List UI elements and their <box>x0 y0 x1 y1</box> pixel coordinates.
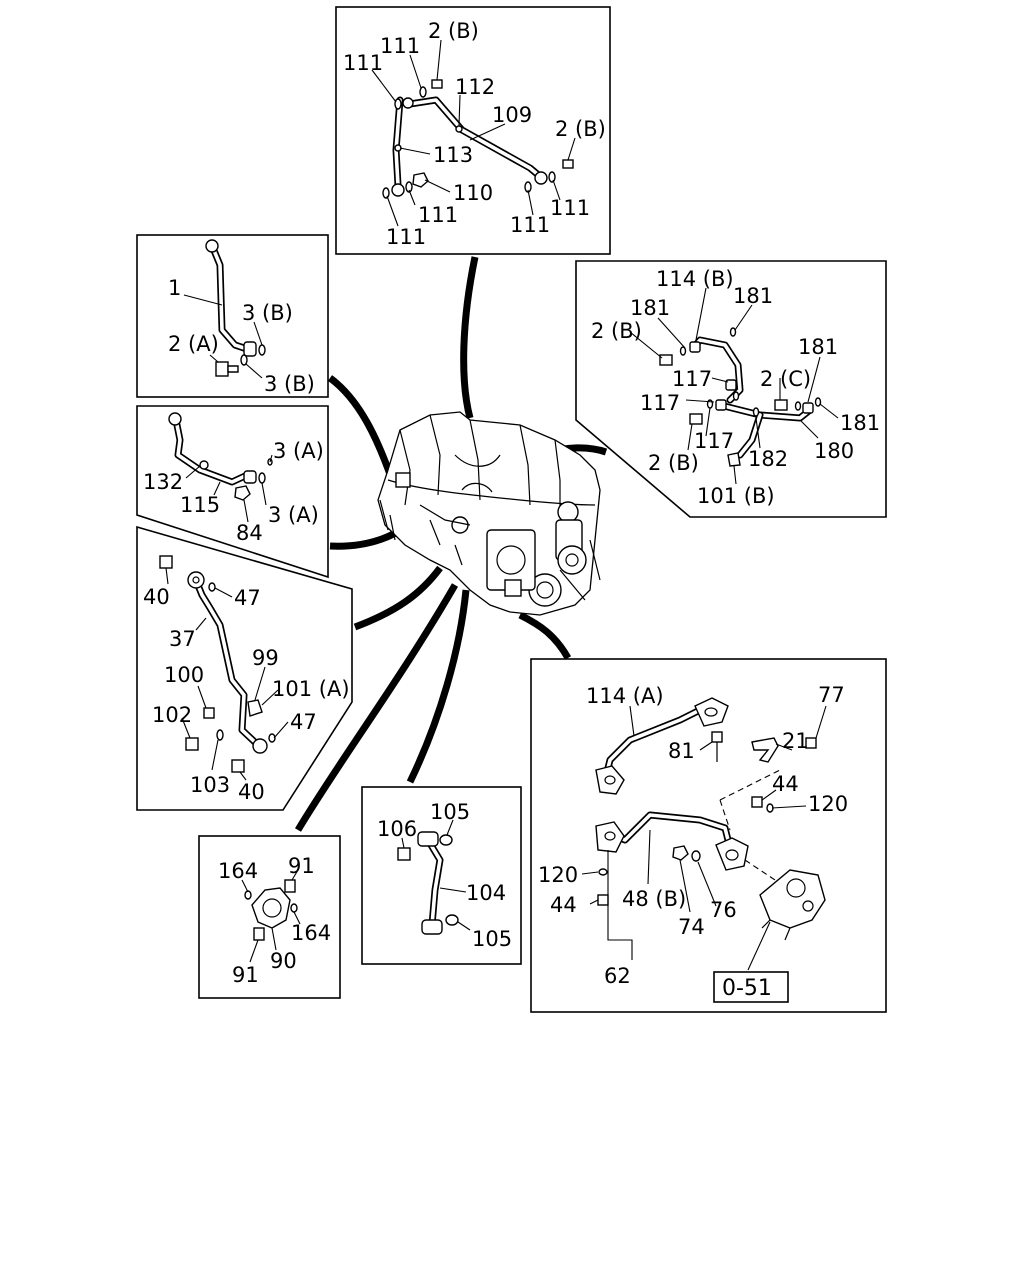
label-1: 1 <box>168 276 181 300</box>
label-2b-rt-a: 2 (B) <box>591 319 642 343</box>
label-2c: 2 (C) <box>760 367 811 391</box>
label-77: 77 <box>818 683 845 707</box>
label-3b-b: 3 (B) <box>264 372 315 396</box>
label-76: 76 <box>710 898 737 922</box>
label-44-a: 44 <box>772 772 799 796</box>
label-109: 109 <box>492 103 532 127</box>
label-120-a: 120 <box>808 792 848 816</box>
label-47-b: 47 <box>290 710 317 734</box>
callout-top <box>460 256 479 419</box>
label-111-a: 111 <box>380 34 420 58</box>
box-bottom-small-left: 164 91 164 91 90 <box>198 835 341 999</box>
box-right-top: 114 (B) 181 181 2 (B) 181 117 2 (C) 117 … <box>575 260 887 518</box>
callout-upper-left <box>327 375 396 482</box>
label-91-b: 91 <box>232 963 259 987</box>
label-106: 106 <box>377 817 417 841</box>
label-113: 113 <box>433 143 473 167</box>
label-117-a: 117 <box>672 367 712 391</box>
label-3a-b: 3 (A) <box>268 503 319 527</box>
label-111-e: 111 <box>510 213 550 237</box>
label-132: 132 <box>143 470 183 494</box>
label-111-c: 111 <box>418 203 458 227</box>
label-40-b: 40 <box>238 780 265 804</box>
callout-bottom-small <box>294 583 459 832</box>
box-mid-left: 132 3 (A) 115 3 (A) 84 <box>136 405 329 579</box>
label-114a: 114 (A) <box>586 684 664 708</box>
label-105-a: 105 <box>430 800 470 824</box>
label-181-b: 181 <box>630 296 670 320</box>
label-117-b: 117 <box>640 391 680 415</box>
label-181-d: 181 <box>840 411 880 435</box>
box-upper-left: 1 3 (B) 2 (A) 3 (B) <box>136 234 329 398</box>
label-164-b: 164 <box>291 921 331 945</box>
label-120-b: 120 <box>538 863 578 887</box>
label-62: 62 <box>604 964 631 988</box>
label-84: 84 <box>236 521 263 545</box>
label-2a: 2 (A) <box>168 332 219 356</box>
label-21: 21 <box>782 729 809 753</box>
box-top: 2 (B) 111 111 112 109 2 (B) 113 110 111 … <box>335 6 611 255</box>
label-100: 100 <box>164 663 204 687</box>
label-181-c: 181 <box>798 335 838 359</box>
label-81: 81 <box>668 739 695 763</box>
label-164-a: 164 <box>218 859 258 883</box>
label-37: 37 <box>169 627 196 651</box>
label-99: 99 <box>252 646 279 670</box>
label-105-b: 105 <box>472 927 512 951</box>
box-bottom-mid: 105 106 104 105 <box>361 786 522 965</box>
box-bottom-right: 114 (A) 77 21 81 44 120 120 44 48 (B) 74… <box>530 658 887 1013</box>
label-44-b: 44 <box>550 893 577 917</box>
label-2b-top-a: 2 (B) <box>428 19 479 43</box>
callout-left <box>353 565 443 631</box>
label-104: 104 <box>466 881 506 905</box>
label-115: 115 <box>180 493 220 517</box>
label-112: 112 <box>455 75 495 99</box>
label-102: 102 <box>152 703 192 727</box>
label-111-b: 111 <box>343 51 383 75</box>
label-111-d: 111 <box>386 225 426 249</box>
engine-illustration <box>377 411 601 616</box>
label-114b: 114 (B) <box>656 267 734 291</box>
label-2b-rt-b: 2 (B) <box>648 451 699 475</box>
reference-box <box>713 971 789 1003</box>
callout-bottom-right <box>518 611 572 660</box>
label-40-a: 40 <box>143 585 170 609</box>
label-101b: 101 (B) <box>697 484 775 508</box>
box-left: 40 47 37 99 100 101 (A) 102 47 103 40 <box>136 525 353 811</box>
label-74: 74 <box>678 915 705 939</box>
label-181-a: 181 <box>733 284 773 308</box>
reference-label: 0-51 <box>722 976 772 1001</box>
callout-bottom-mid <box>406 589 470 784</box>
label-3b-a: 3 (B) <box>242 301 293 325</box>
label-110: 110 <box>453 181 493 205</box>
label-3a-a: 3 (A) <box>273 439 324 463</box>
label-182: 182 <box>748 447 788 471</box>
label-47-a: 47 <box>234 586 261 610</box>
label-48b: 48 (B) <box>622 887 686 911</box>
label-2b-top-b: 2 (B) <box>555 117 606 141</box>
label-101a: 101 (A) <box>272 677 350 701</box>
label-111-f: 111 <box>550 196 590 220</box>
label-90: 90 <box>270 949 297 973</box>
label-91-a: 91 <box>288 854 315 878</box>
label-117-c: 117 <box>694 429 734 453</box>
label-180: 180 <box>814 439 854 463</box>
label-103: 103 <box>190 773 230 797</box>
